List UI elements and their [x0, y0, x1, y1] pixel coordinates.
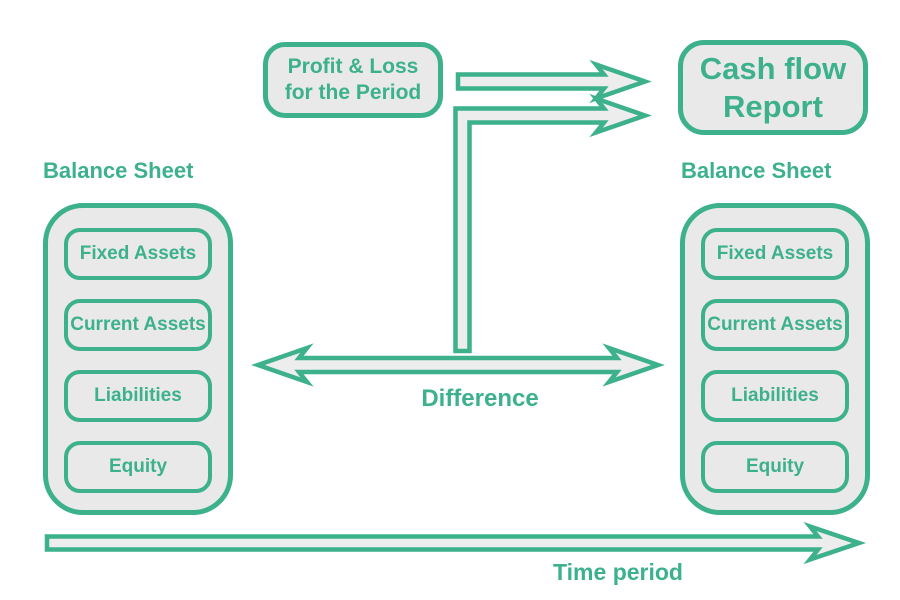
balance-sheet-right: Fixed Assets Current Assets Liabilities …	[680, 203, 870, 515]
cash-flow-label-line1: Cash flow	[699, 50, 847, 86]
bs-left-item-liabilities: Liabilities	[64, 370, 212, 422]
bs-left-item-equity: Equity	[64, 441, 212, 493]
bs-right-item-equity: Equity	[701, 441, 849, 493]
balance-sheet-title-right: Balance Sheet	[681, 158, 832, 183]
profit-loss-to-cashflow-arrow	[455, 59, 652, 104]
time-period-arrow	[44, 521, 867, 565]
profit-loss-label-line1: Profit & Loss	[287, 55, 419, 78]
bs-left-item-fixed-assets: Fixed Assets	[64, 228, 212, 280]
balance-sheet-left: Fixed Assets Current Assets Liabilities …	[43, 203, 233, 515]
difference-double-arrow	[251, 343, 665, 387]
profit-loss-label-line2: for the Period	[284, 81, 422, 104]
cash-flow-label-line2: Report	[723, 88, 823, 124]
bs-right-item-fixed-assets: Fixed Assets	[701, 228, 849, 280]
cash-flow-report-box: Cash flow Report	[678, 40, 868, 135]
bs-left-item-current-assets: Current Assets	[64, 299, 212, 351]
difference-label: Difference	[421, 385, 539, 412]
difference-to-cashflow-arrow	[453, 93, 652, 354]
time-period-label: Time period	[553, 559, 683, 585]
balance-sheet-title-left: Balance Sheet	[43, 158, 194, 183]
bs-right-item-current-assets: Current Assets	[701, 299, 849, 351]
profit-loss-box: Profit & Loss for the Period	[263, 42, 443, 118]
bs-right-item-liabilities: Liabilities	[701, 370, 849, 422]
